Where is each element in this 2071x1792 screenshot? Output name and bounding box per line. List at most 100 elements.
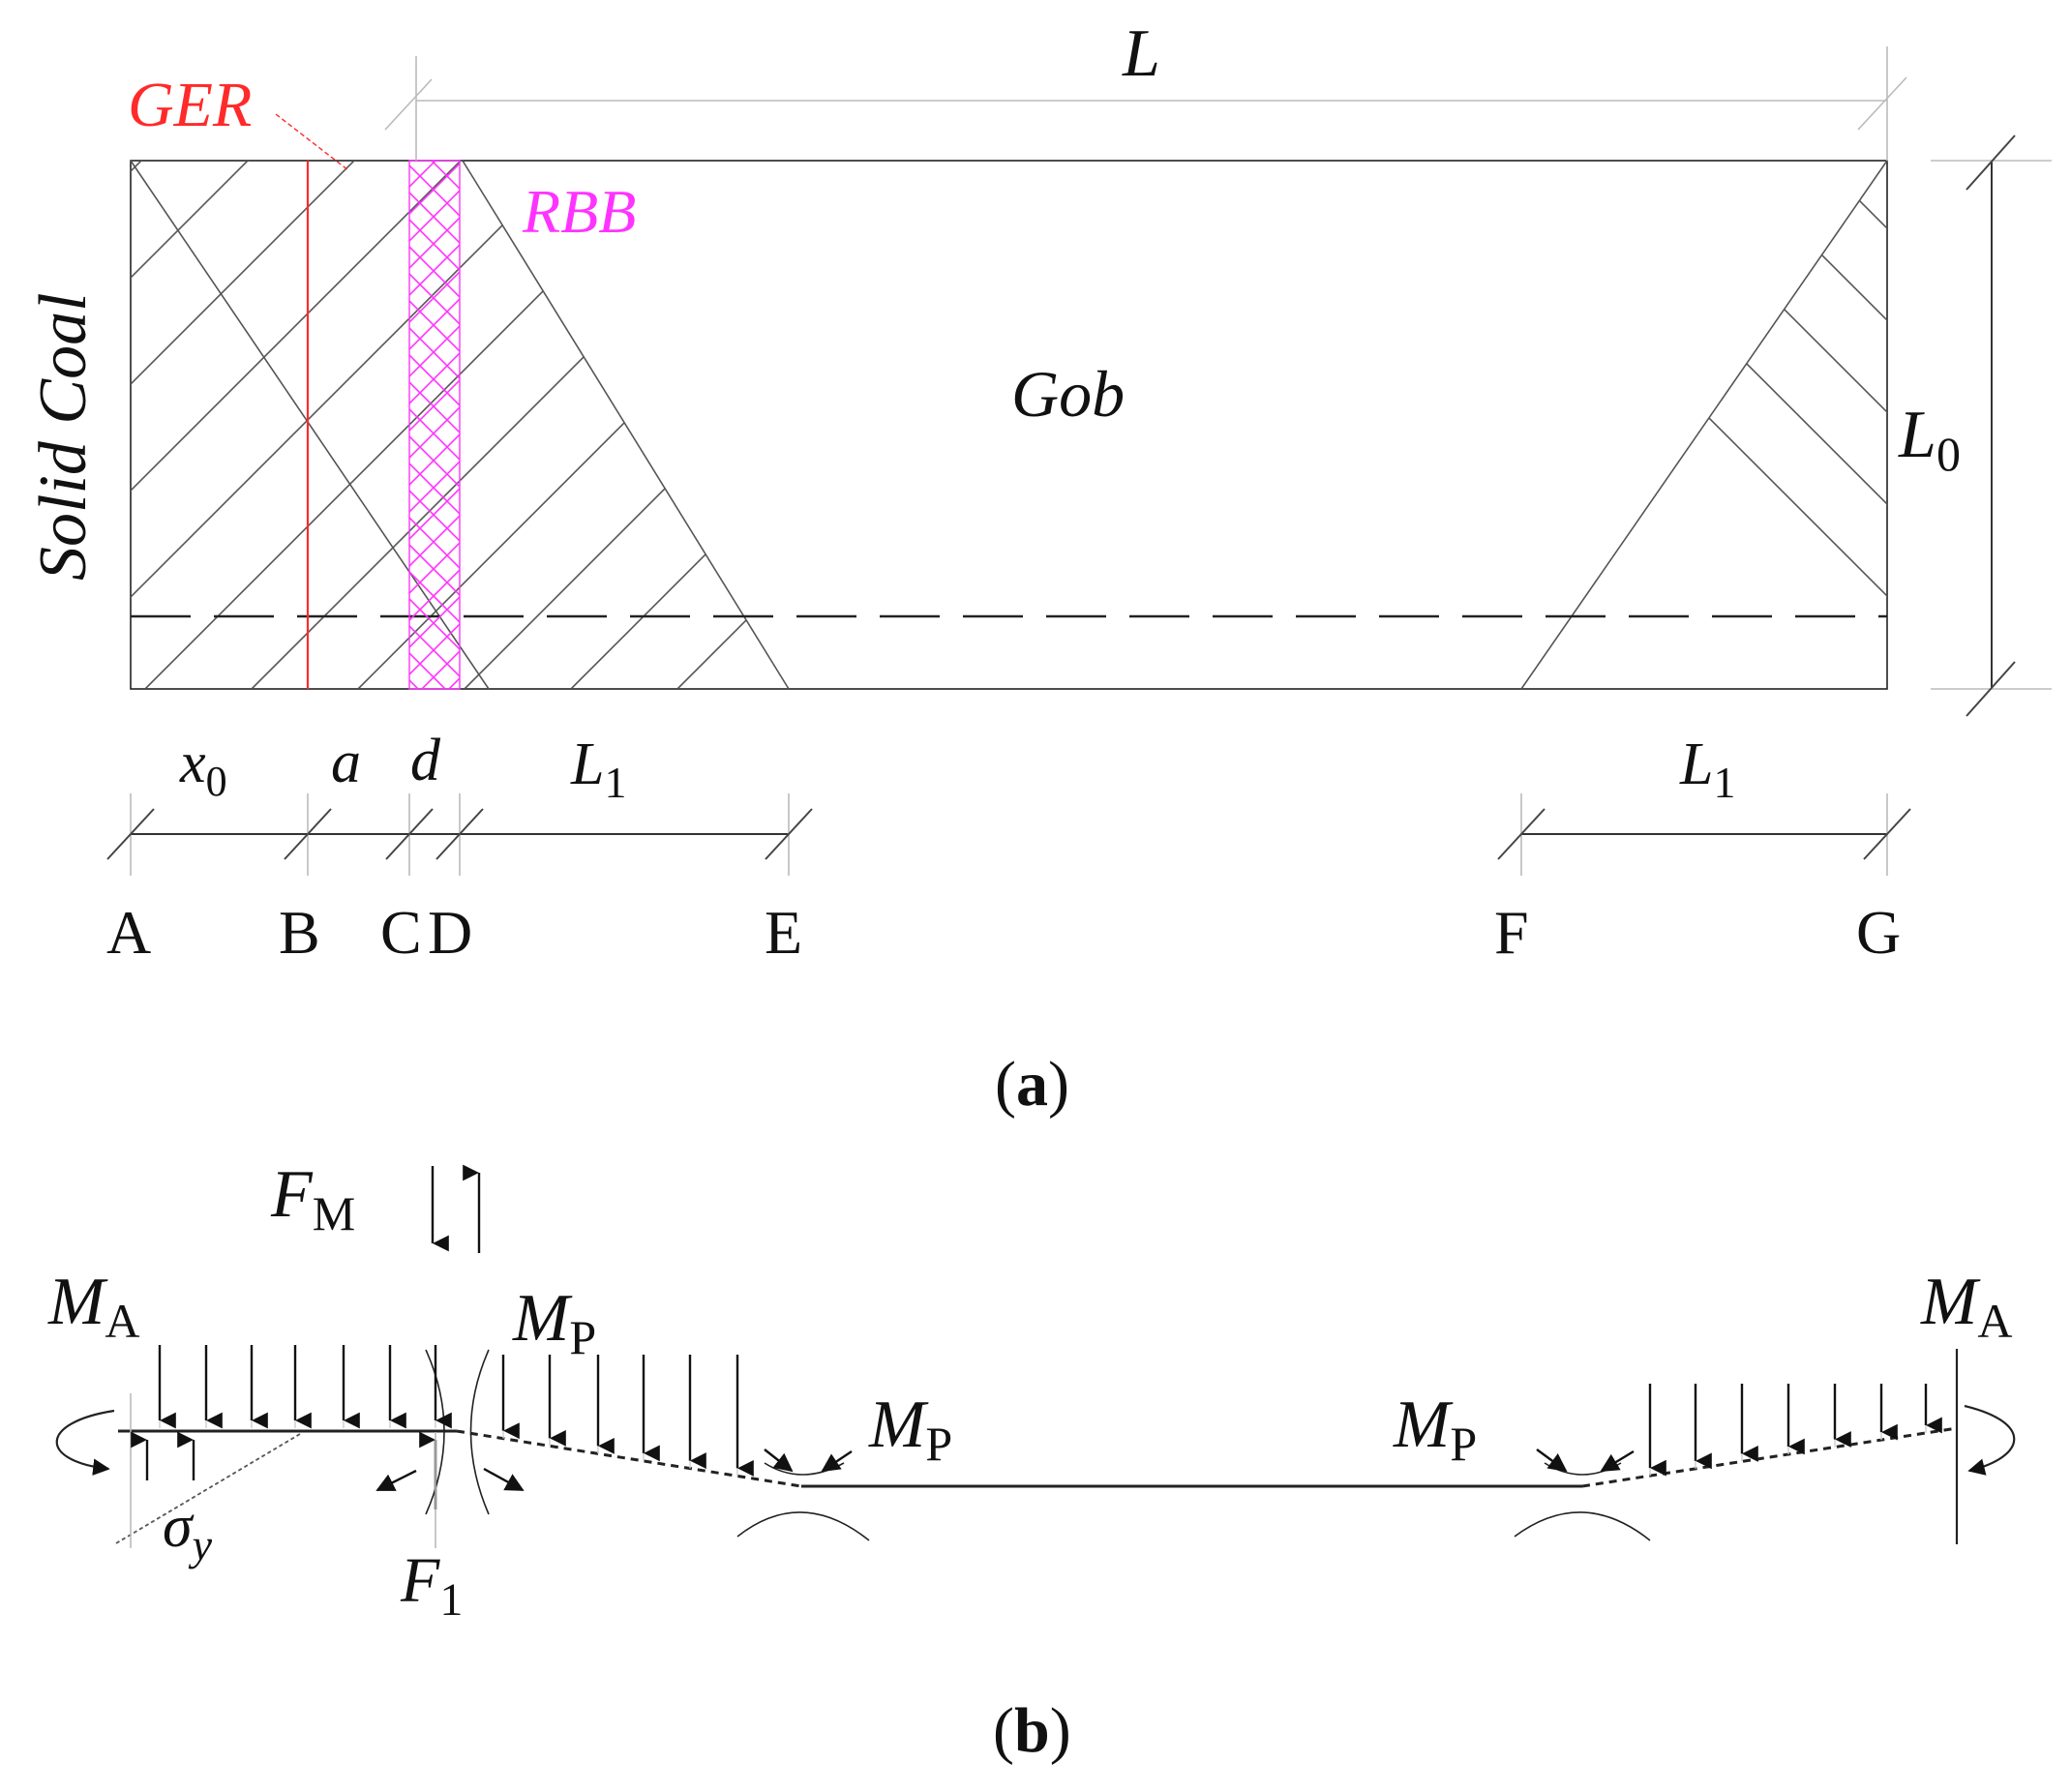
hinge-force-arrow-2 bbox=[483, 1467, 525, 1492]
tick-right-bottom bbox=[1966, 661, 2016, 717]
fm-label-main: F bbox=[270, 1157, 314, 1232]
rbb-label: RBB bbox=[522, 177, 636, 246]
hinge-force-arrow-4 bbox=[821, 1450, 853, 1473]
point-label-f: F bbox=[1494, 898, 1529, 967]
hatch-line bbox=[1521, 161, 1887, 645]
mp-label-2: MP bbox=[868, 1388, 952, 1471]
sigma-y-label: σy bbox=[163, 1494, 213, 1569]
ma-right-label-main: M bbox=[1920, 1265, 1981, 1339]
fracture-line-left-outer bbox=[462, 160, 790, 690]
height-label: L0 bbox=[1898, 398, 1961, 481]
moment-arrow-left bbox=[55, 1409, 115, 1476]
hinge-force-arrow-1 bbox=[375, 1469, 417, 1492]
solid-coal-label: Solid Coal bbox=[26, 292, 101, 581]
point-label-d: D bbox=[428, 898, 472, 967]
fm-label-sub: M bbox=[313, 1186, 355, 1240]
mp-label-1-sub: P bbox=[569, 1310, 596, 1364]
dim-label-l1-right-sub: 1 bbox=[1713, 758, 1735, 807]
f1-label: F1 bbox=[400, 1545, 463, 1626]
tick-top-right bbox=[1857, 76, 1907, 131]
hinge-middle-left bbox=[736, 1462, 870, 1541]
hatch-line bbox=[570, 161, 789, 689]
sigma-y-label-sub: y bbox=[189, 1520, 213, 1569]
dim-label-x0: x0 bbox=[179, 731, 227, 805]
mp-label-2-main: M bbox=[868, 1388, 929, 1462]
moment-arrow-right bbox=[1964, 1404, 2016, 1476]
sigma-y-label-main: σ bbox=[163, 1494, 195, 1560]
sigma-slope-line bbox=[115, 1433, 301, 1544]
hinge-force-arrow-5 bbox=[1536, 1449, 1568, 1473]
caption-a-close: ) bbox=[1048, 1049, 1069, 1120]
fracture-line-right bbox=[1520, 160, 1888, 690]
fm-label: FM bbox=[270, 1157, 355, 1240]
hatch-line bbox=[464, 161, 789, 689]
dimension-tick bbox=[1497, 808, 1546, 860]
dim-label-x0-main: x bbox=[179, 731, 206, 794]
hatch-line bbox=[251, 161, 789, 689]
hinge-force-arrow-3 bbox=[764, 1449, 794, 1473]
dimension-tick bbox=[765, 808, 813, 860]
mp-label-3: MP bbox=[1393, 1388, 1477, 1471]
caved-zone-right-hatch bbox=[1521, 161, 1887, 645]
bottom-ticks bbox=[106, 793, 1911, 876]
hatch-line bbox=[1610, 161, 1887, 645]
distributed-load-arrows bbox=[158, 1345, 1942, 1477]
dim-label-l1-left-sub: 1 bbox=[604, 758, 626, 807]
point-label-b: B bbox=[279, 898, 320, 967]
dim-label-d: d bbox=[410, 728, 441, 793]
ma-left-label-main: M bbox=[47, 1265, 108, 1339]
height-label-sub: 0 bbox=[1936, 427, 1961, 481]
panel-b: FM MA MA MP MP MP σy F1 (b) bbox=[47, 1157, 2016, 1766]
dim-label-l1-left-main: L bbox=[570, 732, 604, 797]
ma-left-label: MA bbox=[47, 1265, 139, 1348]
hatch-line bbox=[1521, 161, 1887, 645]
dim-label-x0-sub: 0 bbox=[206, 758, 227, 805]
mp-label-2-sub: P bbox=[925, 1417, 952, 1471]
mp-label-3-sub: P bbox=[1450, 1417, 1477, 1471]
hatch-line bbox=[1521, 161, 1887, 645]
hatch-line bbox=[1521, 161, 1887, 645]
hatch-line bbox=[1521, 161, 1887, 645]
hinge-left bbox=[425, 1349, 490, 1515]
hatch-line bbox=[131, 161, 611, 689]
caption-a: (a) bbox=[995, 1049, 1069, 1120]
hatch-line bbox=[1521, 161, 1887, 645]
dim-label-l1-right: L1 bbox=[1679, 732, 1735, 807]
point-label-g: G bbox=[1856, 898, 1901, 967]
beam-right-dashed bbox=[1581, 1426, 1958, 1488]
mp-label-3-main: M bbox=[1393, 1388, 1454, 1462]
caption-b-close: ) bbox=[1050, 1695, 1071, 1766]
hatch-line bbox=[144, 161, 789, 689]
point-label-c: C bbox=[380, 898, 422, 967]
hatch-line bbox=[676, 161, 789, 689]
dim-label-a: a bbox=[331, 730, 361, 795]
hatch-line bbox=[1521, 161, 1887, 645]
dimension-tick bbox=[1863, 808, 1911, 860]
mp-label-1-main: M bbox=[512, 1281, 573, 1356]
dim-label-l1-right-main: L bbox=[1679, 732, 1713, 797]
height-label-main: L bbox=[1898, 398, 1936, 472]
caption-a-letter: a bbox=[1016, 1049, 1048, 1120]
caption-b-letter: b bbox=[1014, 1695, 1050, 1766]
length-top-label: L bbox=[1122, 16, 1160, 91]
ma-right-label-sub: A bbox=[1977, 1294, 2012, 1348]
hinge-force-arrow-6 bbox=[1600, 1449, 1635, 1473]
caption-b-open: ( bbox=[993, 1695, 1014, 1766]
hinge-middle-right bbox=[1514, 1462, 1651, 1541]
mp-label-1: MP bbox=[512, 1281, 596, 1364]
tick-right-top bbox=[1966, 134, 2016, 191]
dimension-tick bbox=[106, 808, 155, 860]
caption-a-open: ( bbox=[995, 1049, 1016, 1120]
f1-label-main: F bbox=[400, 1545, 440, 1616]
hatch-line bbox=[131, 161, 504, 689]
tick-top-left bbox=[384, 78, 433, 131]
dimension-tick bbox=[435, 808, 484, 860]
beam-left-dashed bbox=[456, 1429, 802, 1488]
ger-leader-line bbox=[275, 113, 349, 171]
point-label-a: A bbox=[106, 898, 151, 967]
f1-label-sub: 1 bbox=[439, 1574, 463, 1626]
dim-label-l1-left: L1 bbox=[570, 732, 626, 807]
ma-left-label-sub: A bbox=[105, 1294, 139, 1348]
rbb-band bbox=[408, 160, 461, 690]
